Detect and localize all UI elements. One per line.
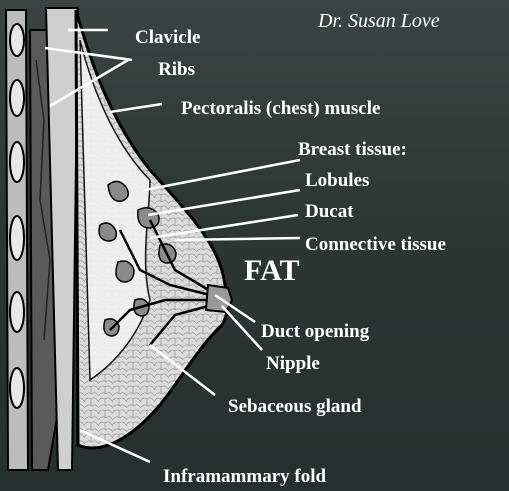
label-sebaceous-gland: Sebaceous gland xyxy=(228,397,362,416)
label-duct-opening: Duct opening xyxy=(261,322,369,341)
label-nipple: Nipple xyxy=(266,354,320,373)
label-connective-tissue: Connective tissue xyxy=(305,235,446,254)
label-clavicle: Clavicle xyxy=(135,28,200,47)
label-lobules: Lobules xyxy=(305,171,369,190)
label-pectoralis: Pectoralis (chest) muscle xyxy=(181,99,380,118)
label-fat: FAT xyxy=(244,256,300,286)
label-ducat: Ducat xyxy=(305,202,354,221)
author-credit: Dr. Susan Love xyxy=(318,11,440,31)
chest-wall xyxy=(6,10,28,470)
label-ribs: Ribs xyxy=(158,60,195,79)
label-inframammary-fold: Inframammary fold xyxy=(163,467,326,486)
label-breast-tissue: Breast tissue: xyxy=(298,140,407,159)
